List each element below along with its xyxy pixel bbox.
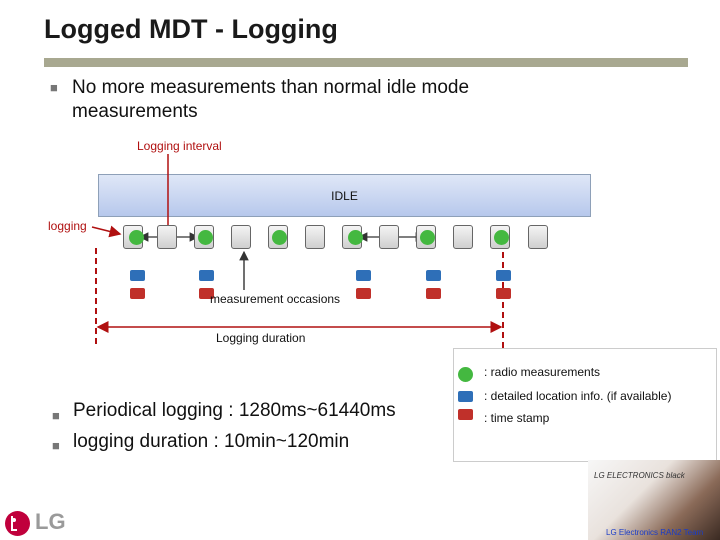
radio-measurement-icon (272, 230, 287, 245)
blue-square-icon (458, 391, 473, 402)
measurement-slot (157, 225, 177, 249)
logging-duration-label: Logging duration (216, 331, 306, 345)
measurement-slot (453, 225, 473, 249)
slide-title: Logged MDT - Logging (44, 14, 338, 44)
radio-measurement-icon (348, 230, 363, 245)
bullet-text-idle-measurements: No more measurements than normal idle mo… (72, 77, 470, 122)
photo-brand-text: LG ELECTRONICS black (594, 471, 685, 480)
team-caption: LG Electronics RAN2 Team (606, 528, 704, 537)
location-info-icon (496, 270, 511, 281)
time-stamp-icon (426, 288, 441, 299)
time-stamp-icon (496, 288, 511, 299)
location-info-icon (130, 270, 145, 281)
promo-photo (588, 460, 720, 540)
bullet-text-duration: logging duration : 10min~120min (73, 431, 350, 452)
logging-pointer-line (91, 225, 122, 238)
radio-measurement-icon (129, 230, 144, 245)
measurement-slot (528, 225, 548, 249)
legend-radio-text: : radio measurements (484, 365, 601, 379)
legend-location-text: : detailed location info. (if available) (484, 389, 672, 403)
time-stamp-icon (356, 288, 371, 299)
measurement-occasions-label: measurement occasions (210, 292, 341, 306)
lg-logo-text: LG (35, 509, 66, 534)
bullet-icon: ■ (50, 80, 58, 95)
lg-logo-icon (5, 511, 30, 536)
logging-label: logging (48, 219, 87, 233)
measurement-slot (379, 225, 399, 249)
radio-measurement-icon (494, 230, 509, 245)
radio-measurement-icon (198, 230, 213, 245)
red-square-icon (458, 409, 473, 420)
time-stamp-icon (199, 288, 214, 299)
idle-state-box: IDLE (98, 174, 591, 217)
title-underline (44, 58, 688, 67)
bullet-icon: ■ (52, 408, 60, 423)
location-info-icon (426, 270, 441, 281)
bullet-icon: ■ (52, 438, 60, 453)
radio-measurement-icon (420, 230, 435, 245)
measurement-slot (231, 225, 251, 249)
time-stamp-icon (130, 288, 145, 299)
logging-interval-label: Logging interval (137, 139, 222, 153)
location-info-icon (356, 270, 371, 281)
location-info-icon (199, 270, 214, 281)
idle-label: IDLE (331, 189, 358, 203)
measurement-slot (305, 225, 325, 249)
green-circle-icon (458, 367, 473, 382)
bullet-text-periodical: Periodical logging : 1280ms~61440ms (73, 400, 396, 421)
legend-timestamp-text: : time stamp (484, 411, 550, 425)
legend-box: : radio measurements : detailed location… (453, 348, 717, 462)
